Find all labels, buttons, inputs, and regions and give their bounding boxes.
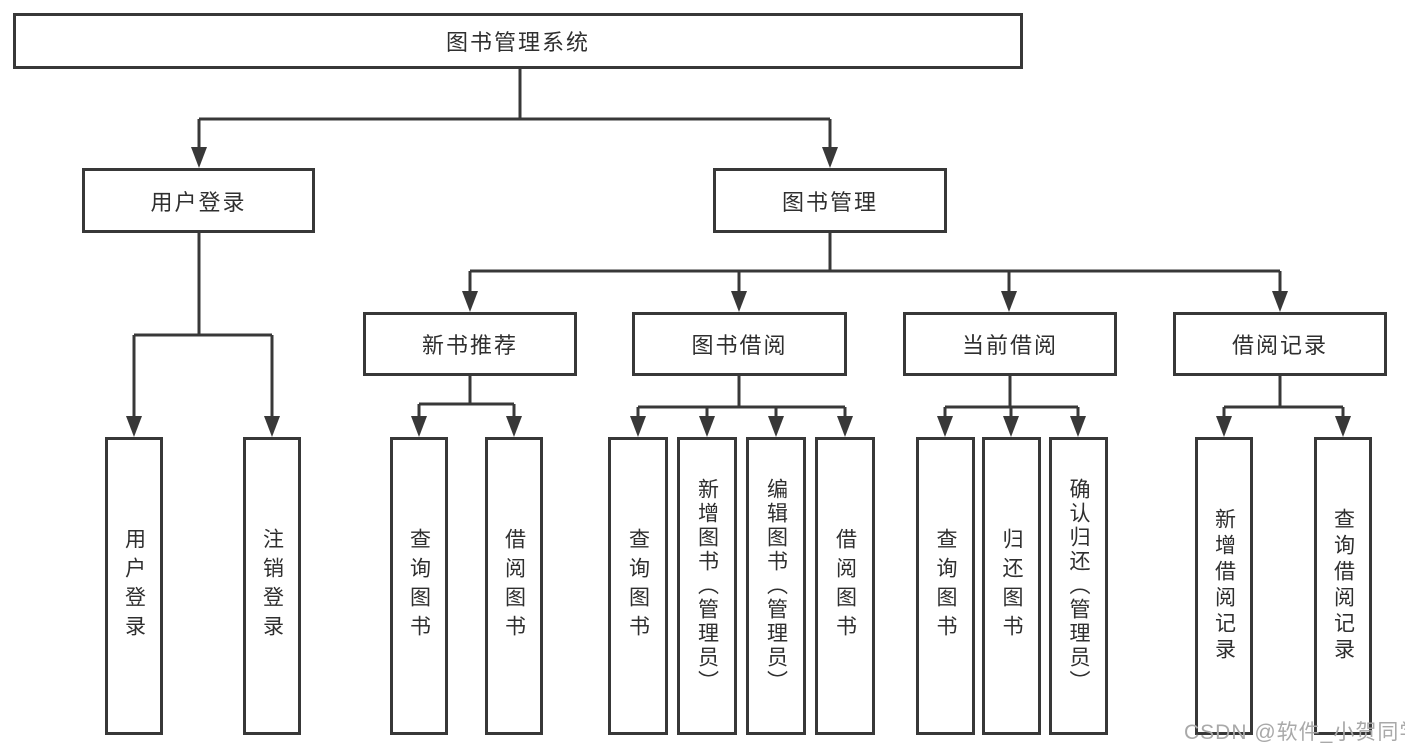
node-root: 图书管理系统 bbox=[13, 13, 1023, 69]
node-leaf-logout-label: 注销登录 bbox=[260, 528, 284, 644]
node-leaf-add-book-admin-label: 新增图书（管理员） bbox=[695, 478, 719, 694]
node-leaf-query-book-3: 查询图书 bbox=[916, 437, 975, 735]
node-leaf-query-book-1: 查询图书 bbox=[390, 437, 448, 735]
arrowhead-icon bbox=[822, 147, 838, 168]
arrowhead-icon bbox=[462, 291, 478, 312]
arrowhead-icon bbox=[506, 416, 522, 437]
node-leaf-logout: 注销登录 bbox=[243, 437, 301, 735]
connector-book-management-children bbox=[468, 233, 1282, 296]
arrowhead-icon bbox=[937, 416, 953, 437]
node-book-management-label: 图书管理 bbox=[781, 189, 878, 215]
node-leaf-confirm-return-admin-label: 确认归还（管理员） bbox=[1067, 478, 1090, 694]
node-book-borrow-label: 图书借阅 bbox=[691, 333, 788, 358]
node-current-borrow: 当前借阅 bbox=[903, 312, 1117, 376]
node-leaf-query-book-1-label: 查询图书 bbox=[407, 528, 431, 644]
node-leaf-borrow-book-2-label: 借阅图书 bbox=[833, 528, 857, 644]
node-leaf-query-borrow-record-label: 查询借阅记录 bbox=[1331, 508, 1355, 664]
node-leaf-return-book-label: 归还图书 bbox=[1000, 528, 1023, 644]
node-leaf-borrow-book-1-label: 借阅图书 bbox=[502, 528, 526, 644]
arrowhead-icon bbox=[126, 416, 142, 437]
node-leaf-add-borrow-record: 新增借阅记录 bbox=[1195, 437, 1253, 735]
node-current-borrow-label: 当前借阅 bbox=[961, 333, 1058, 358]
connector-new-book-recommend-children bbox=[417, 376, 516, 421]
arrowhead-icon bbox=[630, 416, 646, 437]
arrowhead-icon bbox=[731, 291, 747, 312]
node-leaf-confirm-return-admin: 确认归还（管理员） bbox=[1049, 437, 1108, 735]
node-book-borrow: 图书借阅 bbox=[632, 312, 847, 376]
arrowheads bbox=[126, 147, 1351, 437]
node-leaf-query-book-2: 查询图书 bbox=[608, 437, 668, 735]
node-leaf-edit-book-admin: 编辑图书（管理员） bbox=[746, 437, 806, 735]
node-leaf-borrow-book-2: 借阅图书 bbox=[815, 437, 875, 735]
arrowhead-icon bbox=[1335, 416, 1351, 437]
node-leaf-user-login: 用户登录 bbox=[105, 437, 163, 735]
node-root-label: 图书管理系统 bbox=[445, 30, 590, 55]
connector-book-borrow-children bbox=[636, 376, 847, 421]
node-leaf-return-book: 归还图书 bbox=[982, 437, 1041, 735]
node-leaf-query-book-3-label: 查询图书 bbox=[934, 528, 957, 644]
arrowhead-icon bbox=[264, 416, 280, 437]
node-leaf-add-borrow-record-label: 新增借阅记录 bbox=[1212, 508, 1236, 664]
node-leaf-borrow-book-1: 借阅图书 bbox=[485, 437, 543, 735]
watermark: CSDN @软件_小贺同学 bbox=[1184, 721, 1405, 744]
node-leaf-add-book-admin: 新增图书（管理员） bbox=[677, 437, 737, 735]
arrowhead-icon bbox=[837, 416, 853, 437]
arrowhead-icon bbox=[1001, 291, 1017, 312]
arrowhead-icon bbox=[699, 416, 715, 437]
arrowhead-icon bbox=[1216, 416, 1232, 437]
node-leaf-user-login-label: 用户登录 bbox=[122, 528, 146, 644]
node-leaf-query-borrow-record: 查询借阅记录 bbox=[1314, 437, 1372, 735]
arrowhead-icon bbox=[768, 416, 784, 437]
node-leaf-query-book-2-label: 查询图书 bbox=[626, 528, 650, 644]
arrowhead-icon bbox=[411, 416, 427, 437]
node-leaf-edit-book-admin-label: 编辑图书（管理员） bbox=[764, 478, 788, 694]
arrowhead-icon bbox=[1003, 416, 1019, 437]
node-new-book-recommend-label: 新书推荐 bbox=[421, 333, 518, 358]
node-new-book-recommend: 新书推荐 bbox=[363, 312, 577, 376]
node-user-login-label: 用户登录 bbox=[150, 189, 247, 215]
arrowhead-icon bbox=[1272, 291, 1288, 312]
arrowhead-icon bbox=[1070, 416, 1086, 437]
node-borrow-records-label: 借阅记录 bbox=[1231, 333, 1328, 358]
connector-root-to-level2 bbox=[197, 69, 832, 152]
arrowhead-icon bbox=[191, 147, 207, 168]
node-book-management: 图书管理 bbox=[713, 168, 947, 233]
connector-current-borrow-children bbox=[943, 375, 1080, 421]
node-borrow-records: 借阅记录 bbox=[1173, 312, 1387, 376]
connector-user-login-children bbox=[132, 233, 274, 421]
node-user-login: 用户登录 bbox=[82, 168, 315, 233]
connector-borrow-records-children bbox=[1222, 375, 1345, 421]
